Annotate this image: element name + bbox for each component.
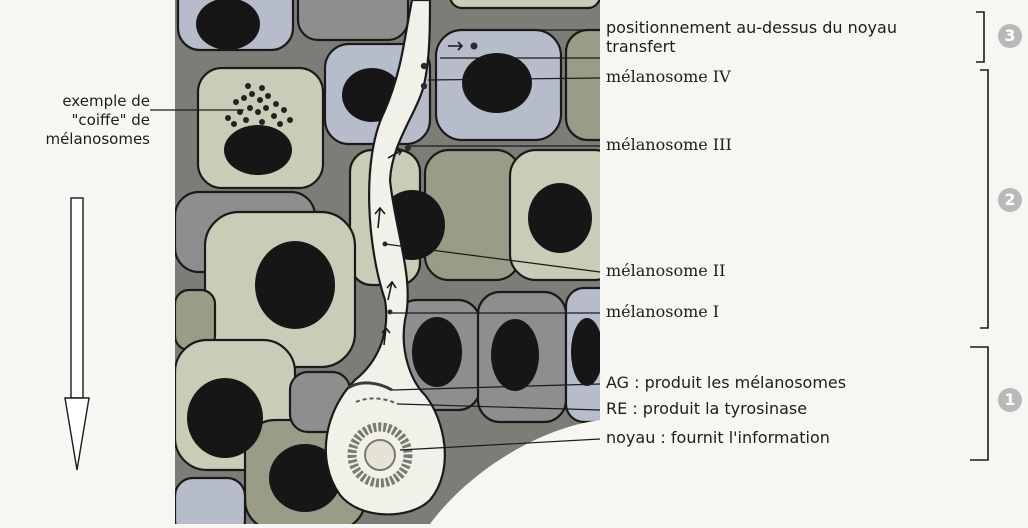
nucleus <box>255 241 335 329</box>
nucleus <box>491 319 539 391</box>
melanocyte-nucleolus <box>365 440 395 470</box>
stage-badge-2: 2 <box>998 188 1022 212</box>
label-coiffe-line1: exemple de <box>0 92 150 111</box>
nucleus <box>412 317 462 387</box>
keratinocyte <box>450 0 600 8</box>
label-melanosome3: mélanosome III <box>606 136 732 154</box>
label-melanosome4: mélanosome IV <box>606 68 731 86</box>
label-coiffe-line3: mélanosomes <box>0 130 150 149</box>
label-noyau: noyau : fournit l'information <box>606 429 830 447</box>
label-coiffe-line2: "coiffe" de <box>0 111 150 130</box>
keratinocyte <box>175 478 245 524</box>
label-re: RE : produit la tyrosinase <box>606 400 807 418</box>
label-transfert: transfert <box>606 38 675 56</box>
bracket-stage-1 <box>970 347 988 460</box>
nucleus <box>571 318 603 386</box>
depth-arrow <box>65 198 89 470</box>
label-melanosome2: mélanosome II <box>606 262 725 280</box>
nucleus <box>187 378 263 458</box>
nucleus <box>196 0 260 50</box>
label-melanosome1: mélanosome I <box>606 303 719 321</box>
keratinocyte <box>298 0 408 40</box>
label-coiffe: exemple de "coiffe" de mélanosomes <box>0 92 150 149</box>
label-positionnement: positionnement au-dessus du noyau <box>606 19 897 37</box>
nucleus <box>462 53 532 113</box>
stage-brackets <box>970 12 988 460</box>
nucleus <box>528 183 592 253</box>
bracket-stage-3 <box>976 12 984 62</box>
nucleus <box>224 125 292 175</box>
label-ag: AG : produit les mélanosomes <box>606 374 846 392</box>
stage-badge-1: 1 <box>998 388 1022 412</box>
stage-badge-3: 3 <box>998 24 1022 48</box>
bracket-stage-2 <box>980 70 988 328</box>
